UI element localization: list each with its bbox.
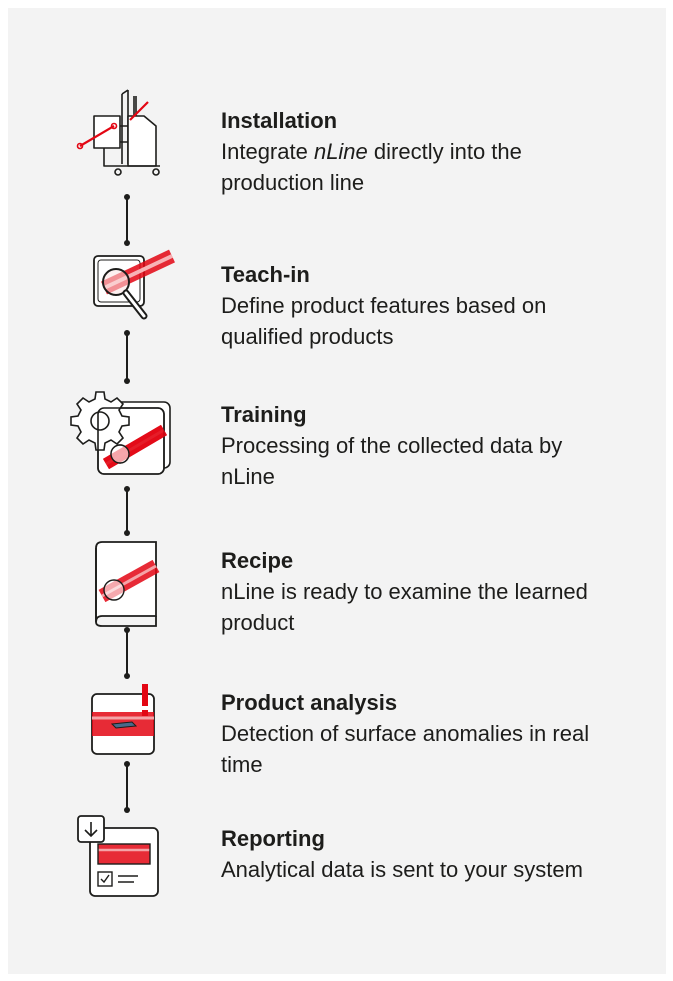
step-title: Recipe (221, 548, 294, 573)
connector-line (126, 764, 128, 810)
step-title: Installation (221, 108, 338, 133)
training-gear-icon (70, 391, 171, 475)
teach-in-magnifier-icon (93, 249, 175, 320)
installation-icon (76, 89, 160, 176)
connector-dot (124, 807, 130, 813)
product-analysis-alert-icon (91, 684, 155, 755)
step-description: nLine is ready to examine the learned pr… (221, 579, 588, 635)
connector-dot (124, 673, 130, 679)
step-title: Training (221, 402, 307, 427)
step-product-analysis: Product analysis Detection of surface an… (221, 688, 621, 780)
step-title: Teach-in (221, 262, 310, 287)
step-training: Training Processing of the collected dat… (221, 400, 621, 492)
step-recipe: Recipe nLine is ready to examine the lea… (221, 546, 621, 638)
step-title: Product analysis (221, 690, 398, 715)
step-installation: Installation Integrate nLine directly in… (221, 106, 621, 198)
step-description: Integrate nLine directly into the produc… (221, 139, 522, 195)
connector-dot (124, 378, 130, 384)
reporting-document-icon (77, 815, 159, 897)
step-description: Processing of the collected data by nLin… (221, 433, 563, 489)
step-teach-in: Teach-in Define product features based o… (221, 260, 621, 352)
step-description: Analytical data is sent to your system (221, 857, 583, 882)
step-description: Detection of surface anomalies in real t… (221, 721, 590, 777)
connector-line (126, 333, 128, 381)
connector-dot (124, 240, 130, 246)
step-description: Define product features based on qualifi… (221, 293, 547, 349)
connector-line (126, 630, 128, 676)
step-reporting: Reporting Analytical data is sent to you… (221, 824, 621, 885)
product-name: nLine (313, 139, 368, 164)
connector-line (126, 489, 128, 533)
step-title: Reporting (221, 826, 325, 851)
recipe-book-icon (95, 541, 160, 627)
connector-dot (124, 530, 130, 536)
connector-line (126, 197, 128, 243)
